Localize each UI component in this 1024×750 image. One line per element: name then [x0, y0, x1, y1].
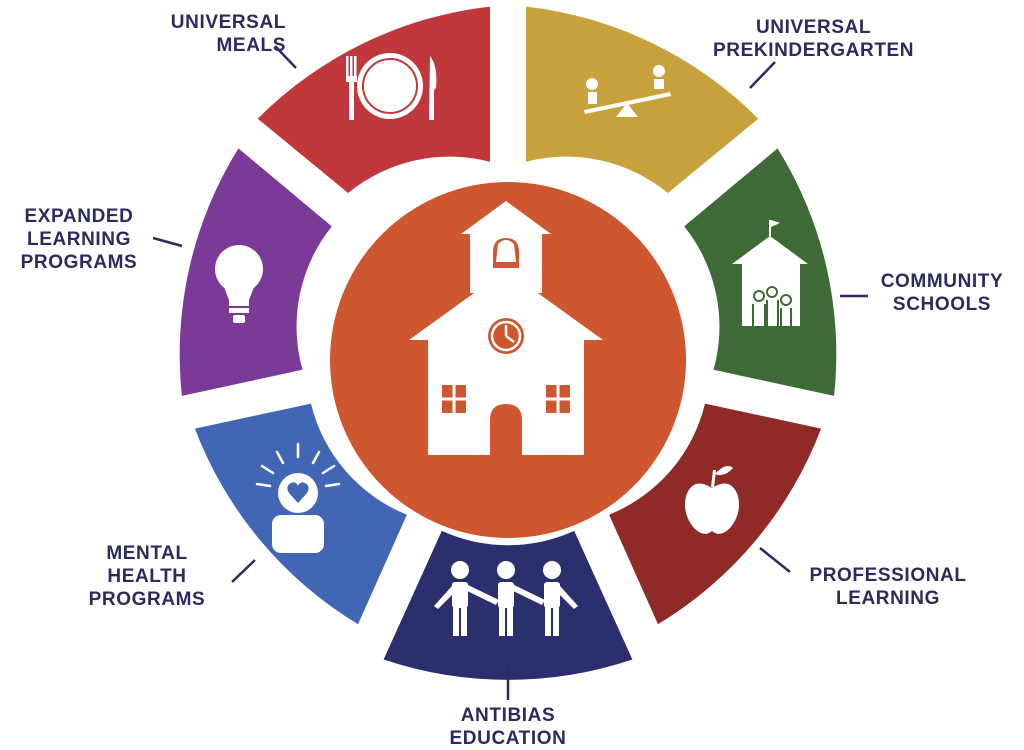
school-family-icon — [732, 220, 808, 326]
connector-line — [231, 559, 256, 583]
connector-line — [274, 45, 297, 69]
seesaw-icon — [584, 65, 671, 117]
people-holding-hands-icon — [434, 561, 578, 636]
apple-icon — [685, 466, 739, 534]
plate-fork-knife-icon — [346, 53, 437, 120]
heart-mind-icon — [255, 442, 341, 553]
label-mental-health-programs: MENTAL HEALTH PROGRAMS — [88, 543, 206, 610]
connector-line — [152, 236, 183, 248]
connector-line — [759, 547, 791, 573]
label-universal-meals: UNIVERSAL MEALS — [170, 12, 286, 56]
segment-mental-health-programs — [194, 403, 407, 625]
label-universal-prekindergarten: UNIVERSAL PREKINDERGARTEN — [713, 17, 915, 61]
connector-line — [749, 61, 776, 89]
lightbulb-icon — [215, 245, 263, 323]
label-expanded-learning-programs: EXPANDED LEARNING PROGRAMS — [20, 206, 138, 273]
label-community-schools: COMMUNITY SCHOOLS — [880, 271, 1004, 315]
schoolhouse-icon — [409, 201, 603, 455]
label-antibias-education: ANTIBIAS EDUCATION — [449, 705, 567, 749]
label-professional-learning: PROFESSIONAL LEARNING — [809, 565, 967, 609]
